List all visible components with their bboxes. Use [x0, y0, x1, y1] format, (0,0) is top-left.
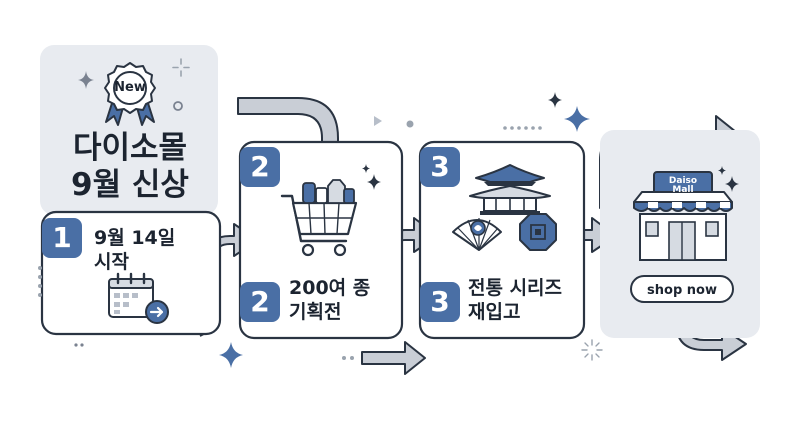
page-title-line2: 9월 신상	[71, 167, 189, 203]
sparkle-icon	[78, 71, 94, 89]
sparkle-icon	[367, 174, 381, 190]
play-icon	[374, 116, 382, 126]
store-sign-line1: Daiso	[668, 176, 698, 186]
store-sign-line2: Mall	[672, 185, 694, 195]
step-3-badge-top: 3	[420, 147, 460, 187]
folding-fan-icon	[452, 218, 502, 251]
flow-arrow-bottom	[361, 341, 426, 375]
sparkle-icon	[725, 176, 739, 192]
sparkle-icon	[219, 342, 243, 368]
title-panel	[40, 45, 218, 215]
step-1-line1: 9월 14일	[94, 227, 176, 249]
shop-now-button[interactable]: shop now	[630, 275, 734, 303]
award-ribbon-icon	[104, 62, 156, 126]
storefront-icon	[633, 171, 733, 261]
step-3-badge: 3	[420, 282, 460, 322]
sparkle-icon	[581, 339, 603, 361]
sparkle-icon	[362, 164, 370, 173]
hanok-roof-icon	[469, 164, 551, 215]
step-2-badge: 2	[240, 282, 280, 322]
sparkle-icon	[548, 92, 562, 108]
step-2-line1: 200여 종	[289, 277, 371, 299]
step-3-line2: 재입고	[468, 301, 521, 323]
decor-circle	[173, 101, 183, 111]
sparkle-icon	[172, 58, 190, 77]
shopping-cart-icon	[280, 179, 358, 257]
step-2-badge-top: 2	[240, 147, 280, 187]
sparkle-icon	[718, 166, 726, 175]
step-1-line2: 시작	[94, 251, 129, 273]
decor-circle	[406, 120, 414, 128]
traditional-tile-icon	[519, 213, 557, 251]
step-2-line2: 기획전	[289, 301, 342, 323]
step-3-panel	[418, 140, 586, 340]
sparkle-icon	[564, 106, 590, 132]
new-badge-label: New	[114, 80, 146, 95]
calendar-arrow-icon	[108, 272, 169, 324]
step-3-line1: 전통 시리즈	[468, 277, 563, 299]
step-1-badge: 1	[42, 218, 82, 258]
page-title-line1: 다이소몰	[72, 130, 188, 166]
